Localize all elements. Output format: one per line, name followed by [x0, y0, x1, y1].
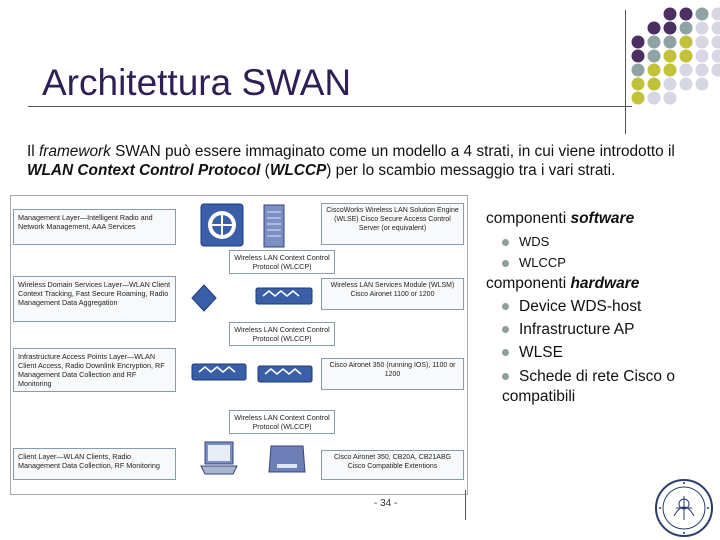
client-layer-label: Client Layer—WLAN Clients, Radio Managem…: [13, 448, 176, 480]
intro-paragraph: Il framework SWAN può essere immaginato …: [27, 143, 675, 179]
wds-layer-label: Wireless Domain Services Layer—WLAN Clie…: [13, 276, 176, 322]
bullet-icon: [502, 303, 509, 311]
decorative-dot: [631, 77, 645, 91]
access-point-icon: [191, 363, 247, 381]
decorative-dot: [679, 7, 693, 21]
decorative-dot: [647, 21, 661, 35]
software-item-wds: WDS: [502, 234, 549, 249]
decorative-dot: [711, 21, 720, 35]
decorative-dot: [679, 63, 693, 77]
management-layer-device: CiscoWorks Wireless LAN Solution Engine …: [321, 203, 464, 245]
decorative-dot: [647, 91, 661, 105]
wlccp-abbr: WLCCP: [269, 162, 327, 179]
decorative-dot: [663, 91, 677, 105]
decorative-dot: [695, 21, 709, 35]
decorative-dot: [663, 63, 677, 77]
decorative-dot: [663, 77, 677, 91]
bullet-icon: [502, 260, 509, 268]
decorative-dot: [679, 49, 693, 63]
bullet-icon: [502, 373, 509, 381]
title-vertical-rule: [625, 10, 626, 134]
decorative-dot: [631, 49, 645, 63]
hardware-item-wlse: WLSE: [502, 344, 563, 362]
decorative-dot: [631, 35, 645, 49]
footer-vertical-rule: [465, 490, 466, 520]
hardware-heading: componenti hardware: [486, 275, 640, 292]
swan-architecture-diagram: Management Layer—Intelligent Radio and N…: [10, 195, 468, 495]
network-card-icon: [268, 445, 306, 473]
access-point-icon: [255, 287, 313, 305]
management-layer-label: Management Layer—Intelligent Radio and N…: [13, 209, 176, 245]
decorative-dot: [631, 63, 645, 77]
router-icon: [200, 203, 244, 247]
bullet-icon: [502, 239, 509, 247]
hardware-item-ap: Infrastructure AP: [502, 321, 634, 339]
bullet-icon: [502, 326, 509, 334]
wlccp-label-3: Wireless LAN Context Control Protocol (W…: [229, 410, 335, 434]
decorative-dot: [663, 35, 677, 49]
decorative-dot: [663, 49, 677, 63]
decorative-dot: [679, 35, 693, 49]
decorative-dot: [695, 35, 709, 49]
decorative-dot: [647, 49, 661, 63]
software-item-wlccp: WLCCP: [502, 255, 566, 270]
decorative-dot-grid: [631, 7, 720, 105]
access-point-icon: [257, 365, 313, 383]
decorative-dot: [695, 77, 709, 91]
title-horizontal-rule: [28, 106, 632, 107]
university-seal-logo: [655, 479, 713, 537]
hardware-item-network-cards: Schede di rete Cisco o compatibili: [502, 368, 675, 405]
wlccp-name: WLAN Context Control Protocol: [27, 162, 261, 179]
decorative-dot: [647, 63, 661, 77]
page-title: Architettura SWAN: [42, 62, 352, 103]
decorative-dot: [711, 49, 720, 63]
wlccp-label-1: Wireless LAN Context Control Protocol (W…: [229, 250, 335, 274]
decorative-dot: [679, 21, 693, 35]
page-number: - 34 -: [374, 498, 398, 509]
decorative-dot: [647, 35, 661, 49]
decorative-dot: [695, 49, 709, 63]
software-heading: componenti software: [486, 210, 635, 227]
infrastructure-layer-label: Infrastructure Access Points Layer—WLAN …: [13, 348, 176, 392]
decorative-dot: [631, 91, 645, 105]
decorative-dot: [695, 7, 709, 21]
laptop-icon: [200, 441, 238, 475]
decorative-dot: [647, 77, 661, 91]
hardware-item-wds-host: Device WDS-host: [502, 298, 641, 316]
decorative-dot: [679, 77, 693, 91]
decorative-dot: [663, 7, 677, 21]
decorative-dot: [711, 7, 720, 21]
framework-term: framework: [38, 143, 111, 160]
decorative-dot: [663, 21, 677, 35]
server-icon: [263, 204, 285, 248]
wlccp-label-2: Wireless LAN Context Control Protocol (W…: [229, 322, 335, 346]
switch-icon: [191, 284, 217, 312]
bullet-icon: [502, 349, 509, 357]
client-layer-device: Cisco Aironet 350, CB20A, CB21ABG Cisco …: [321, 450, 464, 480]
infrastructure-layer-device: Cisco Aironet 350 (running IOS), 1100 or…: [321, 358, 464, 390]
decorative-dot: [711, 63, 720, 77]
decorative-dot: [711, 35, 720, 49]
wds-layer-device: Wireless LAN Services Module (WLSM) Cisc…: [321, 278, 464, 310]
decorative-dot: [695, 63, 709, 77]
